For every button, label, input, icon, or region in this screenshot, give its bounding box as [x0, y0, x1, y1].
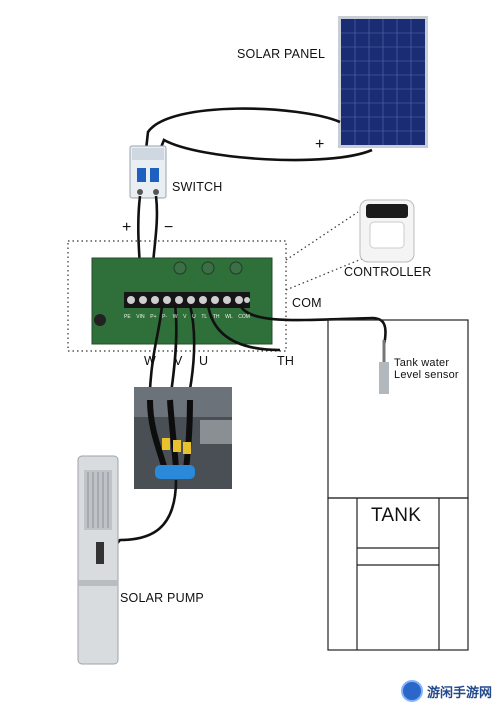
terminal-label: U	[192, 314, 196, 320]
controller-unit	[359, 199, 415, 263]
watermark: 游闲手游网	[400, 680, 492, 702]
controller-label: CONTROLLER	[344, 265, 432, 279]
solar-panel-label: SOLAR PANEL	[237, 47, 326, 61]
switch-label: SWITCH	[172, 180, 223, 194]
level-sensor	[379, 340, 389, 394]
terminal-label: V	[183, 314, 187, 320]
com-label: COM	[292, 296, 322, 310]
connector-photo	[134, 387, 232, 489]
tank-sensor-label-line2: Level sensor	[394, 369, 459, 381]
panel-plus-sign: +	[315, 136, 325, 153]
terminal-label: PE	[124, 314, 131, 320]
w-label: W	[144, 354, 156, 368]
terminal-label: COM	[238, 314, 250, 320]
tank-sensor-label-line1: Tank water	[394, 357, 450, 369]
th-label: TH	[277, 354, 295, 368]
panel-wires	[144, 107, 373, 162]
terminal-label: WL	[225, 314, 233, 320]
switch-breaker	[129, 145, 167, 199]
switch-plus-sign: +	[122, 219, 132, 236]
controller-board	[91, 257, 273, 345]
tank-label: TANK	[371, 505, 422, 526]
terminal-label: P-	[162, 314, 168, 320]
terminal-label: W	[172, 314, 178, 320]
terminal-label: VIN	[136, 314, 145, 320]
solar-panel	[338, 16, 428, 148]
switch-minus-sign: −	[164, 219, 174, 236]
solar-pump-label: SOLAR PUMP	[120, 591, 204, 605]
terminal-label-row: PE VIN P+ P- W V U TL TH WL COM	[124, 314, 250, 320]
terminal-label: TL	[201, 314, 208, 320]
solar-pump	[77, 455, 119, 665]
u-label: U	[199, 354, 209, 368]
controller-enclosure-outline	[67, 240, 287, 352]
watermark-text: 游闲手游网	[426, 684, 492, 700]
tank	[327, 319, 469, 651]
v-label: V	[174, 354, 183, 368]
terminal-label: TH	[212, 314, 220, 320]
watermark-logo-icon	[400, 680, 423, 702]
terminal-label: P+	[150, 314, 157, 320]
